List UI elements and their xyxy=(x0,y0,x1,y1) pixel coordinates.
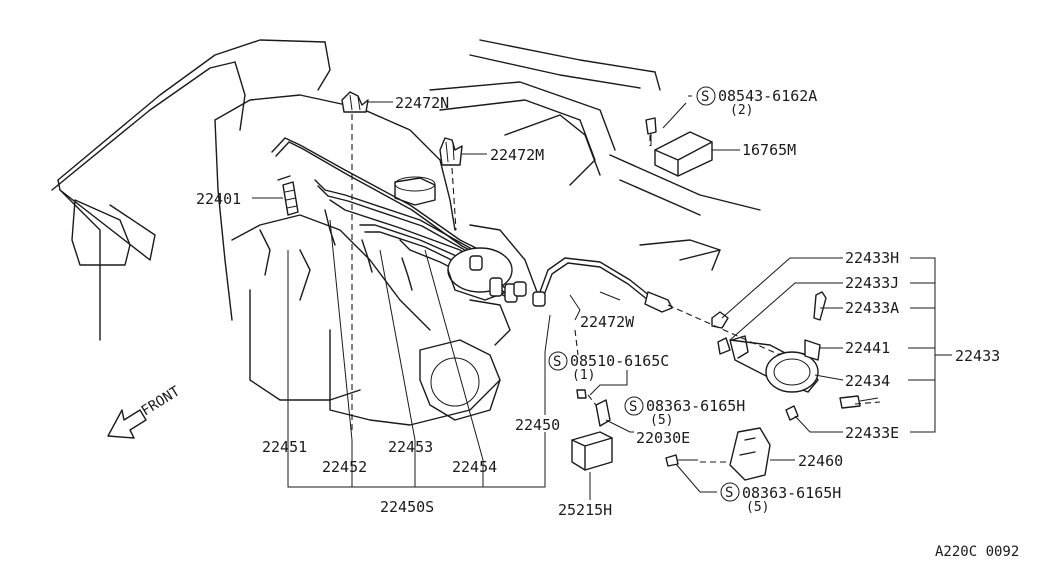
label-22472W: 22472W xyxy=(580,313,635,331)
label-22433E: 22433E xyxy=(845,424,899,442)
frame-rail xyxy=(429,39,761,216)
svg-text:S: S xyxy=(725,485,733,501)
label-screw-08543: 08543-6162A xyxy=(718,87,817,105)
clip-22472M xyxy=(439,137,463,166)
label-22030E: 22030E xyxy=(636,429,690,447)
front-arrow: FRONT xyxy=(107,383,184,439)
label-screw-08363-b-qty: (5) xyxy=(746,500,769,515)
body-outline xyxy=(51,39,331,341)
front-label: FRONT xyxy=(139,383,184,419)
label-22401: 22401 xyxy=(196,190,241,208)
screw-symbol-1: S xyxy=(696,86,716,106)
leader-lines xyxy=(252,95,952,500)
label-screw-08363-b: 08363-6165H xyxy=(742,484,841,502)
label-22433: 22433 xyxy=(955,347,1000,365)
label-screw-08363-a: 08363-6165H xyxy=(646,397,745,415)
label-22434: 22434 xyxy=(845,372,890,390)
label-22441: 22441 xyxy=(845,339,890,357)
svg-text:S: S xyxy=(629,399,637,415)
bracket-22030E xyxy=(576,389,611,427)
label-16765M: 16765M xyxy=(742,141,796,159)
control-module xyxy=(645,117,713,177)
label-22433H: 22433H xyxy=(845,249,899,267)
label-22460: 22460 xyxy=(798,452,843,470)
label-22472N: 22472N xyxy=(395,94,449,112)
label-screw-08363-a-qty: (5) xyxy=(650,413,673,428)
label-screw-08543-qty: (2) xyxy=(730,103,753,118)
label-25215H: 25215H xyxy=(558,501,612,519)
label-22450: 22450 xyxy=(515,416,560,434)
relay-25215H xyxy=(571,431,613,471)
label-screw-08510-qty: (1) xyxy=(572,368,595,383)
label-22433J: 22433J xyxy=(845,274,899,292)
clip-22472N xyxy=(341,91,369,113)
screw-symbol-3: S xyxy=(624,396,644,416)
svg-text:S: S xyxy=(553,354,561,370)
screw-symbol-2: S xyxy=(548,351,568,371)
label-22472M: 22472M xyxy=(490,146,544,164)
svg-text:S: S xyxy=(701,89,709,105)
label-22454: 22454 xyxy=(452,458,497,476)
bracket-22460 xyxy=(665,427,771,481)
part-labels: 22472N 22472M 08543-6162A (2) 16765M 224… xyxy=(196,87,1019,560)
dash-lines xyxy=(351,114,881,463)
label-22453: 22453 xyxy=(388,438,433,456)
label-screw-08510: 08510-6165C xyxy=(570,352,669,370)
diagram-reference: A220C 0092 xyxy=(935,544,1019,560)
spark-plug xyxy=(277,175,299,216)
label-22433A: 22433A xyxy=(845,299,899,317)
distributor xyxy=(447,247,527,303)
label-22451: 22451 xyxy=(262,438,307,456)
coil-cable xyxy=(532,257,673,313)
screw-symbol-4: S xyxy=(720,482,740,502)
label-22450S: 22450S xyxy=(380,498,434,516)
label-22452: 22452 xyxy=(322,458,367,476)
